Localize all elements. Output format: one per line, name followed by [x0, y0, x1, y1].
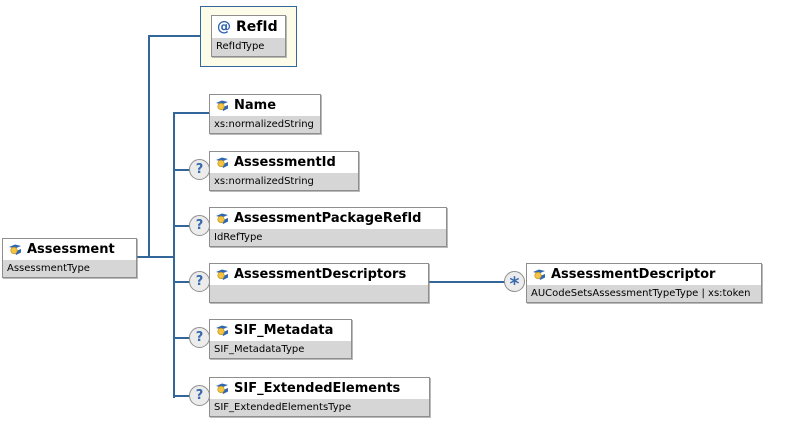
connector-branch-assessmentid — [173, 169, 191, 171]
cardinality-glyph: ? — [195, 388, 204, 403]
element-box-assessment[interactable]: Assessment AssessmentType — [2, 238, 137, 278]
element-title-row: SIF_ExtendedElements — [210, 378, 429, 399]
element-name: AssessmentDescriptors — [234, 267, 407, 282]
cardinality-optional-sifmetadata: ? — [189, 327, 210, 348]
connector-root-horizontal — [135, 256, 174, 258]
element-name: Name — [234, 98, 277, 113]
element-type: SIF_MetadataType — [210, 341, 351, 358]
element-icon — [215, 383, 229, 395]
attribute-type: RefIdType — [212, 38, 285, 56]
element-title-row: AssessmentPackageRefId — [210, 208, 446, 229]
element-icon — [215, 325, 229, 337]
element-box-sifextendedelements[interactable]: SIF_ExtendedElements SIF_ExtendedElement… — [209, 377, 430, 417]
element-title-row: AssessmentId — [210, 152, 358, 173]
element-type: AssessmentType — [3, 260, 136, 277]
element-icon — [8, 244, 22, 256]
element-name: AssessmentPackageRefId — [234, 211, 422, 226]
element-box-assessmentid[interactable]: AssessmentId xs:normalizedString — [209, 151, 359, 191]
cardinality-glyph: ? — [195, 218, 204, 233]
connector-branch-assessmentdescriptor — [427, 281, 505, 283]
cardinality-optional-assessmentid: ? — [189, 159, 210, 180]
cardinality-glyph: ? — [195, 162, 204, 177]
cardinality-glyph: ? — [195, 274, 204, 289]
element-title-row: AssessmentDescriptor — [527, 264, 761, 285]
cardinality-glyph: ? — [195, 330, 204, 345]
connector-children-trunk — [173, 112, 175, 398]
element-type: IdRefType — [210, 229, 446, 246]
element-name: SIF_ExtendedElements — [234, 381, 401, 396]
element-type — [210, 285, 428, 302]
attribute-name: RefId — [236, 19, 278, 35]
cardinality-optional-sifextendedelements: ? — [189, 385, 210, 406]
element-icon — [215, 100, 229, 112]
connector-attribute-trunk — [148, 35, 150, 258]
connector-branch-name — [173, 112, 210, 114]
cardinality-optional-assessmentpackagerefid: ? — [189, 215, 210, 236]
element-title-row: Assessment — [3, 239, 136, 260]
attribute-title-row: @ RefId — [212, 16, 285, 38]
element-box-assessmentdescriptor[interactable]: AssessmentDescriptor AUCodeSetsAssessmen… — [526, 263, 762, 303]
attribute-at-icon: @ — [217, 19, 231, 35]
element-type: SIF_ExtendedElementsType — [210, 399, 429, 416]
element-box-assessmentdescriptors[interactable]: AssessmentDescriptors — [209, 263, 429, 303]
element-name: SIF_Metadata — [234, 323, 334, 338]
cardinality-glyph: * — [509, 273, 520, 295]
connector-branch-sifextendedelements — [173, 395, 191, 397]
attribute-box-refid[interactable]: @ RefId RefIdType — [211, 15, 286, 57]
connector-attribute-branch — [148, 35, 200, 37]
connector-branch-assessmentpackagerefid — [173, 225, 191, 227]
connector-branch-assessmentdescriptors — [173, 281, 191, 283]
element-box-name[interactable]: Name xs:normalizedString — [209, 94, 321, 134]
cardinality-repeat-assessmentdescriptor: * — [504, 271, 525, 295]
element-title-row: AssessmentDescriptors — [210, 264, 428, 285]
connector-branch-sifmetadata — [173, 337, 191, 339]
element-name: Assessment — [27, 242, 115, 257]
element-icon — [532, 269, 546, 281]
attribute-frame: @ RefId RefIdType — [200, 6, 297, 67]
element-type: AUCodeSetsAssessmentTypeType | xs:token — [527, 285, 761, 302]
element-title-row: Name — [210, 95, 320, 116]
element-name: AssessmentId — [234, 155, 336, 170]
element-title-row: SIF_Metadata — [210, 320, 351, 341]
element-icon — [215, 157, 229, 169]
element-icon — [215, 213, 229, 225]
cardinality-optional-assessmentdescriptors: ? — [189, 271, 210, 292]
element-box-sifmetadata[interactable]: SIF_Metadata SIF_MetadataType — [209, 319, 352, 359]
element-type: xs:normalizedString — [210, 173, 358, 190]
element-name: AssessmentDescriptor — [551, 267, 716, 282]
element-icon — [215, 269, 229, 281]
element-box-assessmentpackagerefid[interactable]: AssessmentPackageRefId IdRefType — [209, 207, 447, 247]
element-type: xs:normalizedString — [210, 116, 320, 133]
